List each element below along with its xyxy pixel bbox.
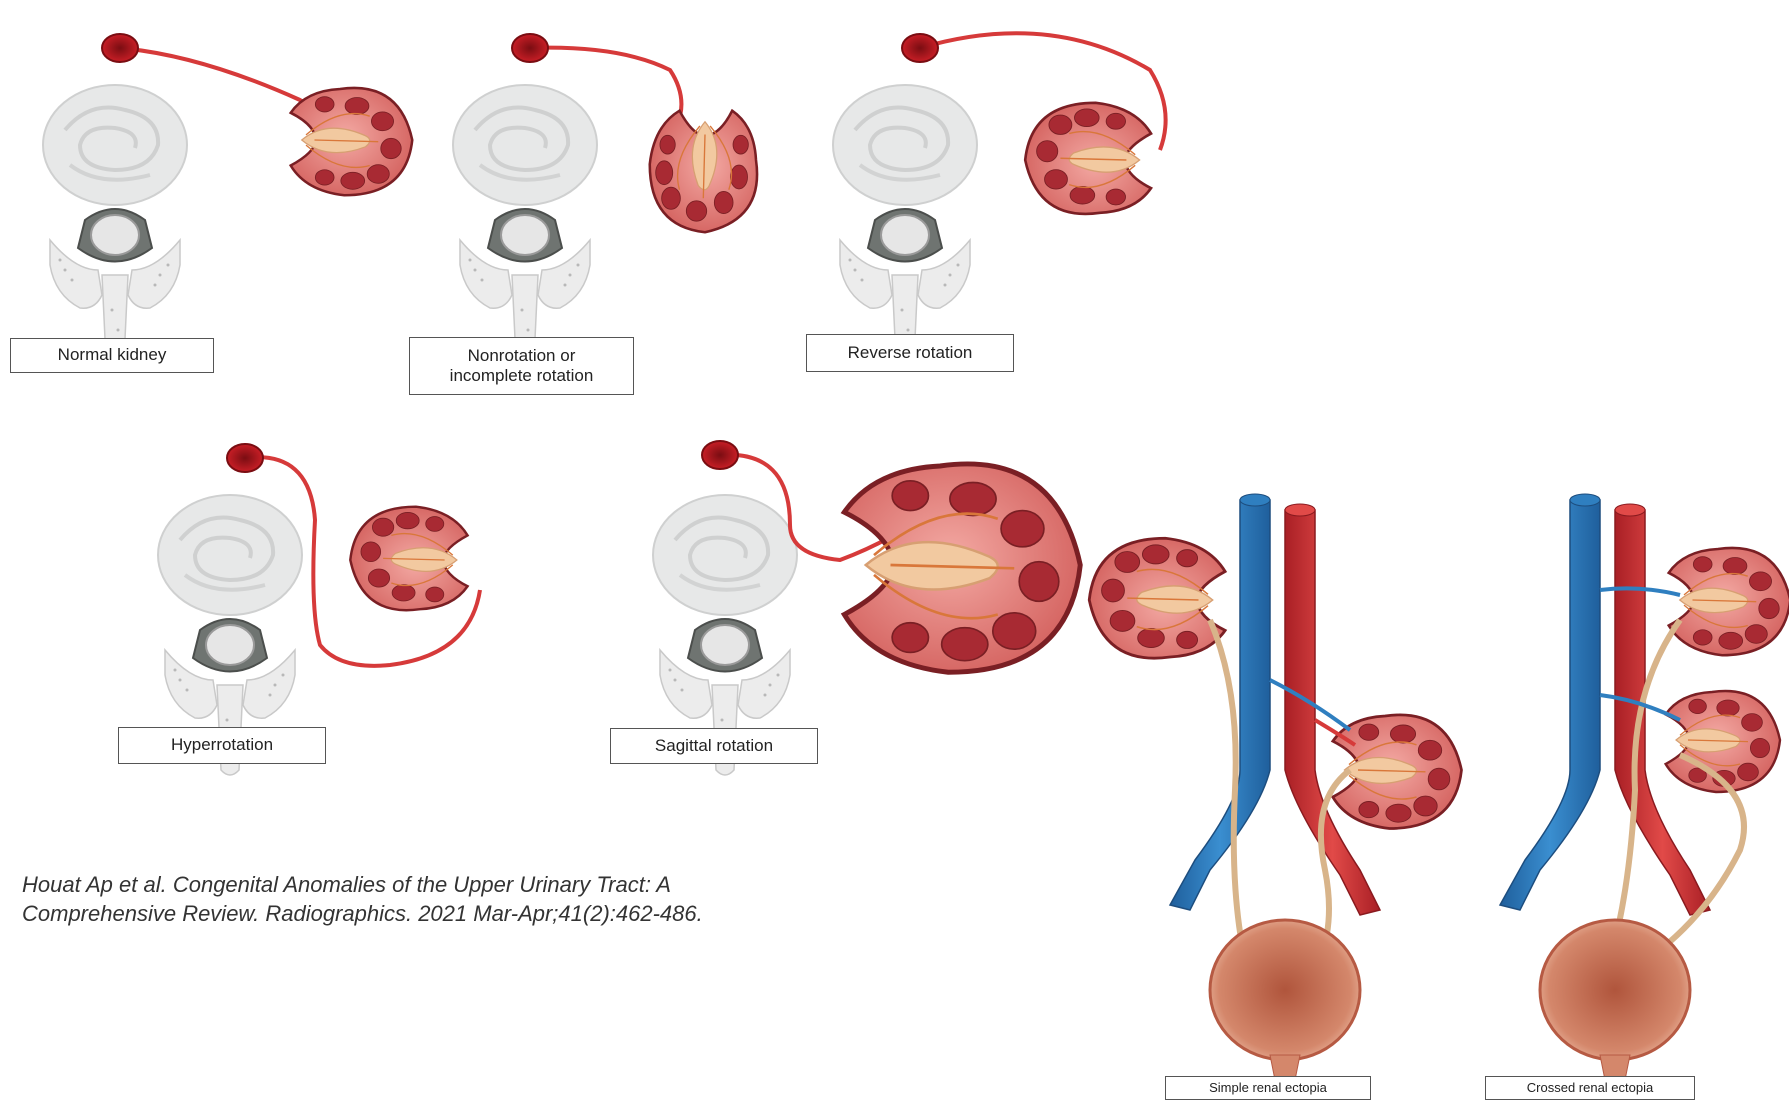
panel-sagittal-rotation (640, 395, 1080, 735)
panel-crossed-renal-ectopia (1480, 490, 1789, 1080)
citation-line-2: Comprehensive Review. Radiographics. 202… (22, 899, 782, 928)
label-hyperrotation: Hyperrotation (118, 727, 326, 764)
hyperrotation-illustration (150, 430, 530, 730)
citation: Houat Ap et al. Congenital Anomalies of … (22, 870, 782, 928)
panel-simple-renal-ectopia (1110, 490, 1480, 1080)
sagittal-rotation-illustration (640, 395, 1080, 735)
label-crossed-renal-ectopia: Crossed renal ectopia (1485, 1076, 1695, 1100)
label-simple-renal-ectopia: Simple renal ectopia (1165, 1076, 1371, 1100)
nonrotation-illustration (430, 20, 830, 320)
reverse-rotation-illustration (830, 20, 1210, 320)
label-reverse-rotation: Reverse rotation (806, 334, 1014, 372)
citation-line-1: Houat Ap et al. Congenital Anomalies of … (22, 870, 782, 899)
simple-ectopia-illustration (1110, 490, 1480, 1080)
panel-reverse-rotation (830, 20, 1210, 320)
label-normal-kidney: Normal kidney (10, 338, 214, 373)
panel-hyperrotation (150, 430, 530, 730)
crossed-ectopia-illustration (1480, 490, 1789, 1080)
panel-normal-kidney (20, 20, 420, 320)
normal-kidney-illustration (20, 20, 420, 320)
panel-nonrotation (430, 20, 830, 320)
label-sagittal-rotation: Sagittal rotation (610, 728, 818, 764)
